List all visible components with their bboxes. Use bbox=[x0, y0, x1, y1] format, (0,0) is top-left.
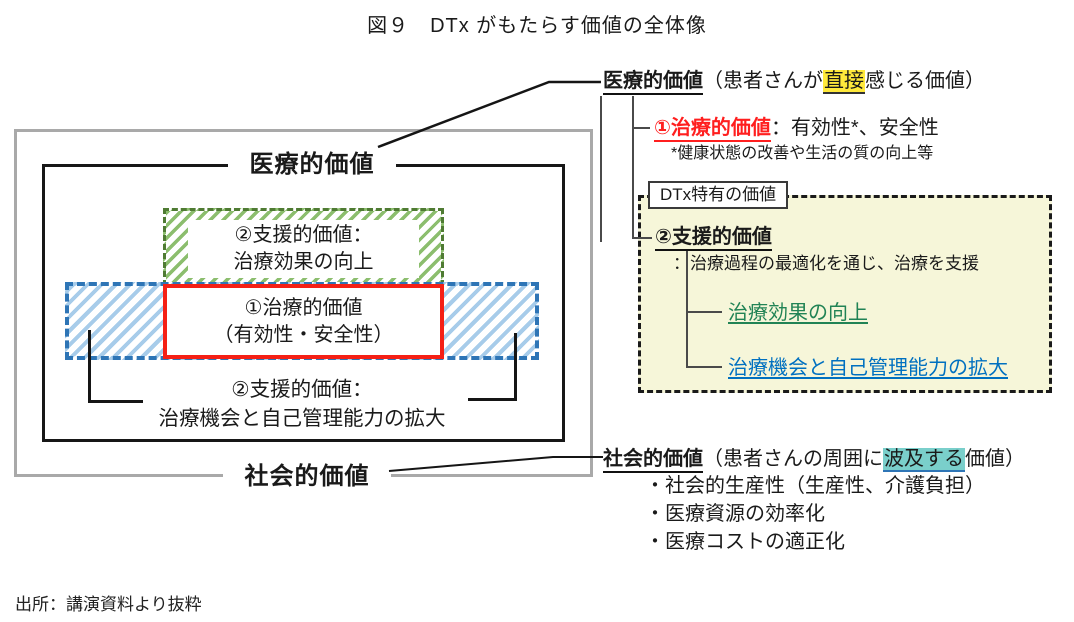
medical-value-heading-title: 医療的価値 bbox=[603, 70, 703, 95]
medical-paren-suffix: 感じる価値） bbox=[865, 70, 985, 92]
support-item1-branch-line bbox=[686, 311, 722, 313]
support-bottom-line1: ②支援的価値： bbox=[231, 378, 373, 401]
support-sub-item-1-text: 治療効果の向上 bbox=[728, 302, 868, 324]
support-top-line2: 治療効果の向上 bbox=[233, 251, 374, 273]
support-value-top-text: ②支援的価値： 治療効果の向上 bbox=[188, 220, 419, 278]
support-item2-branch-line bbox=[686, 366, 722, 368]
treatment-value-box: ①治療的価値 （有効性・安全性） bbox=[163, 284, 444, 359]
figure-title: 図９ DTx がもたらす価値の全体像 bbox=[367, 15, 707, 37]
social-highlight-spread: 波及する bbox=[883, 448, 965, 472]
support-sub-item-1: 治療効果の向上 bbox=[728, 300, 868, 326]
right-bracket-horizontal-line bbox=[468, 398, 517, 401]
social-bullet-1: ・社会的生産性（生産性、介護負担） bbox=[645, 475, 985, 497]
social-bullet-3: ・医療コストの適正化 bbox=[645, 531, 845, 553]
social-bullet-2: ・医療資源の効率化 bbox=[645, 503, 825, 525]
medical-highlight-direct: 直接 bbox=[823, 70, 865, 94]
treatment-branch-line bbox=[632, 127, 650, 129]
support-value-item: ②支援的価値 bbox=[655, 224, 772, 251]
left-bracket-vertical-line bbox=[88, 330, 91, 403]
medical-value-frame-label: 医療的価値 bbox=[228, 151, 396, 179]
medical-tree-vertical-line-outer bbox=[600, 96, 602, 242]
dtx-unique-value-panel bbox=[638, 195, 1052, 393]
social-paren-prefix: （患者さんの周囲に bbox=[703, 448, 883, 470]
social-value-heading-title: 社会的価値 bbox=[603, 448, 703, 473]
right-bracket-vertical-line bbox=[514, 333, 517, 401]
social-value-frame-label: 社会的価値 bbox=[223, 463, 391, 491]
support-value-bottom-caption: ②支援的価値： 治療機会と自己管理能力の拡大 bbox=[90, 375, 514, 433]
support-item-description: ：治療過程の最適化を通じ、治療を支援 bbox=[673, 254, 979, 273]
support-sub-item-2-text: 治療機会と自己管理能力の拡大 bbox=[728, 357, 1008, 379]
support-bottom-line2: 治療機会と自己管理能力の拡大 bbox=[158, 407, 446, 430]
treatment-item-rest: ：有効性*、安全性 bbox=[770, 117, 939, 139]
support-sub-item-2: 治療機会と自己管理能力の拡大 bbox=[728, 355, 1008, 381]
left-bracket-horizontal-line bbox=[88, 400, 143, 403]
treatment-line1: ①治療的価値 bbox=[244, 296, 363, 319]
support-branch-line bbox=[632, 237, 652, 239]
support-top-line1: ②支援的価値： bbox=[234, 224, 373, 246]
treatment-line2: （有効性・安全性） bbox=[213, 323, 394, 346]
dtx-unique-value-label: DTx特有の価値 bbox=[648, 181, 789, 209]
source-note: 出所：講演資料より抜粋 bbox=[15, 595, 202, 614]
social-value-bullet-list: ・社会的生産性（生産性、介護負担） ・医療資源の効率化 ・医療コストの適正化 bbox=[645, 472, 985, 556]
medical-paren-prefix: （患者さんが bbox=[703, 70, 823, 92]
treatment-footnote: *健康状態の改善や生活の質の向上等 bbox=[671, 145, 934, 162]
social-value-heading: 社会的価値（患者さんの周囲に波及する価値） bbox=[603, 446, 1025, 473]
social-paren-suffix: 価値） bbox=[965, 448, 1025, 470]
support-value-top-box: ②支援的価値： 治療効果の向上 bbox=[163, 208, 444, 286]
medical-tree-vertical-line bbox=[632, 96, 634, 239]
support-item-label: ②支援的価値 bbox=[655, 226, 772, 251]
support-tree-vertical-line bbox=[686, 250, 688, 368]
treatment-item-label: ①治療的価値 bbox=[654, 117, 771, 142]
medical-value-heading: 医療的価値（患者さんが直接感じる価値） bbox=[603, 68, 985, 95]
treatment-value-item: ①治療的価値：有効性*、安全性 bbox=[654, 115, 939, 142]
